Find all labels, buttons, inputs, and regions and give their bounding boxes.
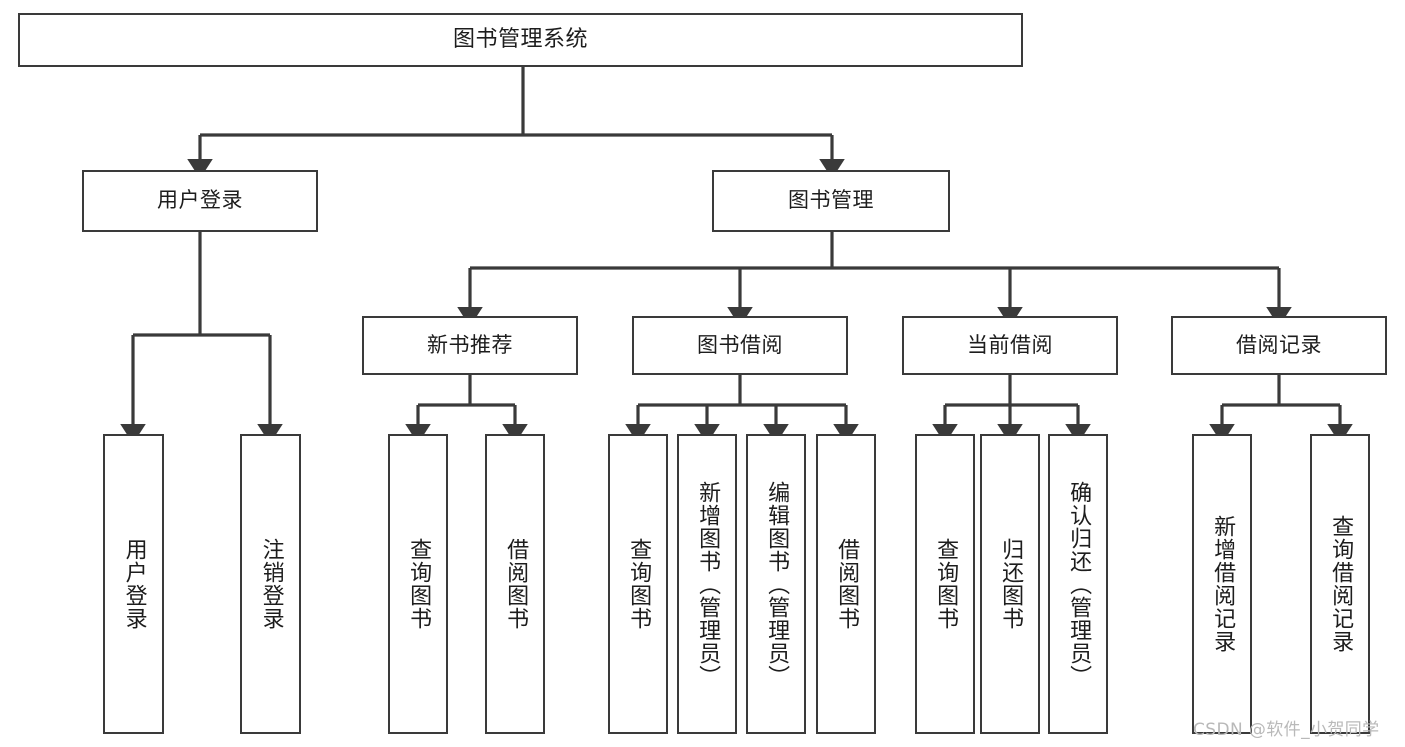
node-leaf-user-login-label: 用户登录 — [121, 538, 147, 630]
node-root[interactable]: 图书管理系统 — [18, 13, 1023, 67]
node-book-borrow[interactable]: 图书借阅 — [632, 316, 848, 375]
node-book-manage[interactable]: 图书管理 — [712, 170, 950, 232]
node-leaf-query-record[interactable]: 查询借阅记录 — [1310, 434, 1370, 734]
node-leaf-return-book-label: 归还图书 — [998, 538, 1024, 630]
node-leaf-logout[interactable]: 注销登录 — [240, 434, 301, 734]
node-leaf-user-login[interactable]: 用户登录 — [103, 434, 164, 734]
node-leaf-query-record-label: 查询借阅记录 — [1328, 515, 1354, 653]
node-leaf-query-book-c-label: 查询图书 — [933, 538, 959, 630]
node-leaf-add-record[interactable]: 新增借阅记录 — [1192, 434, 1252, 734]
node-leaf-query-book-a[interactable]: 查询图书 — [388, 434, 448, 734]
node-leaf-borrow-book-a[interactable]: 借阅图书 — [485, 434, 545, 734]
node-leaf-confirm-return[interactable]: 确认归还（管理员） — [1048, 434, 1108, 734]
node-leaf-query-book-c[interactable]: 查询图书 — [915, 434, 975, 734]
node-leaf-query-book-b-label: 查询图书 — [626, 538, 652, 630]
node-leaf-edit-book-label: 编辑图书（管理员） — [764, 480, 790, 688]
node-leaf-add-book[interactable]: 新增图书（管理员） — [677, 434, 737, 734]
node-new-book-recommend-label: 新书推荐 — [427, 332, 513, 357]
node-leaf-confirm-return-label: 确认归还（管理员） — [1066, 480, 1092, 688]
node-book-manage-label: 图书管理 — [788, 188, 874, 213]
node-user-login[interactable]: 用户登录 — [82, 170, 318, 232]
node-borrow-record-label: 借阅记录 — [1236, 332, 1322, 357]
node-book-borrow-label: 图书借阅 — [697, 332, 783, 357]
node-current-borrow-label: 当前借阅 — [967, 332, 1053, 357]
node-leaf-add-record-label: 新增借阅记录 — [1210, 515, 1236, 653]
node-new-book-recommend[interactable]: 新书推荐 — [362, 316, 578, 375]
node-leaf-edit-book[interactable]: 编辑图书（管理员） — [746, 434, 806, 734]
node-leaf-query-book-a-label: 查询图书 — [406, 538, 432, 630]
node-borrow-record[interactable]: 借阅记录 — [1171, 316, 1387, 375]
node-leaf-borrow-book-a-label: 借阅图书 — [503, 538, 529, 630]
node-root-label: 图书管理系统 — [452, 26, 588, 52]
node-leaf-add-book-label: 新增图书（管理员） — [695, 480, 721, 688]
node-leaf-return-book[interactable]: 归还图书 — [980, 434, 1040, 734]
node-current-borrow[interactable]: 当前借阅 — [902, 316, 1118, 375]
node-user-login-label: 用户登录 — [157, 188, 243, 213]
node-leaf-borrow-book-b-label: 借阅图书 — [834, 538, 860, 630]
node-leaf-query-book-b[interactable]: 查询图书 — [608, 434, 668, 734]
node-leaf-borrow-book-b[interactable]: 借阅图书 — [816, 434, 876, 734]
node-leaf-logout-label: 注销登录 — [258, 538, 284, 630]
